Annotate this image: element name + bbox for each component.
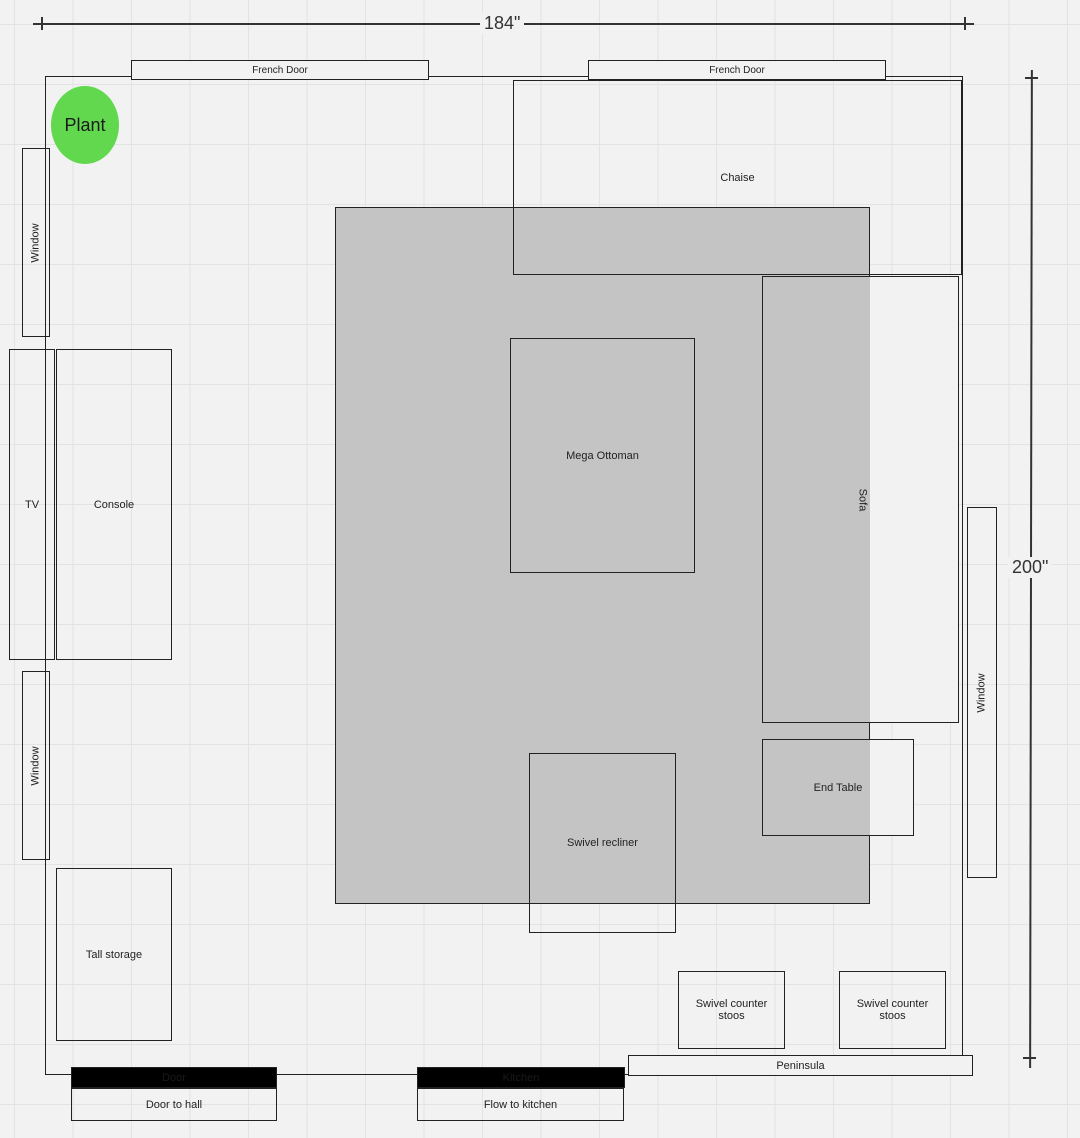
door-to-hall-label: Door to hall xyxy=(145,1098,203,1111)
stool-left-label: Swivel counter stoos xyxy=(695,998,768,1022)
window-left-top-label: Window xyxy=(30,222,42,263)
tv-label: TV xyxy=(24,498,40,511)
end-table[interactable]: End Table xyxy=(762,739,914,836)
height-dimension-tick-top xyxy=(1025,77,1038,79)
french-door-left[interactable]: French Door xyxy=(131,60,429,80)
sofa-label: Sofa xyxy=(856,488,869,511)
plant-label: Plant xyxy=(64,114,106,135)
kitchen-opening[interactable]: Kitchen xyxy=(417,1067,625,1088)
chaise[interactable]: Chaise xyxy=(513,80,962,275)
peninsula-label: Peninsula xyxy=(776,1059,825,1072)
kitchen-label: Kitchen xyxy=(502,1071,540,1084)
swivel-counter-stool-right[interactable]: Swivel counter stoos xyxy=(839,971,946,1049)
tv[interactable]: TV xyxy=(9,349,55,660)
window-left-bottom[interactable]: Window xyxy=(22,671,50,860)
window-left-bottom-label: Window xyxy=(30,745,42,786)
console[interactable]: Console xyxy=(56,349,172,660)
flow-to-kitchen-label: Flow to kitchen xyxy=(483,1098,558,1111)
width-dimension-tick-left xyxy=(41,17,43,30)
sofa[interactable]: Sofa xyxy=(762,276,959,723)
tall-storage[interactable]: Tall storage xyxy=(56,868,172,1041)
tall-storage-label: Tall storage xyxy=(85,948,143,961)
flow-to-kitchen[interactable]: Flow to kitchen xyxy=(417,1088,624,1121)
window-right-label: Window xyxy=(976,672,988,713)
door[interactable]: Door xyxy=(71,1067,277,1088)
chaise-label: Chaise xyxy=(720,171,755,184)
french-door-right-label: French Door xyxy=(709,64,765,76)
door-label: Door xyxy=(162,1071,186,1084)
stool-right-label: Swivel counter stoos xyxy=(856,998,929,1022)
console-label: Console xyxy=(93,498,135,511)
height-dimension-tick-bottom xyxy=(1023,1057,1036,1059)
mega-ottoman[interactable]: Mega Ottoman xyxy=(510,338,695,573)
swivel-recliner[interactable]: Swivel recliner xyxy=(529,753,676,933)
mega-ottoman-label: Mega Ottoman xyxy=(566,449,639,462)
swivel-recliner-label: Swivel recliner xyxy=(567,837,638,849)
window-left-top[interactable]: Window xyxy=(22,148,50,337)
window-right[interactable]: Window xyxy=(967,507,997,878)
door-to-hall[interactable]: Door to hall xyxy=(71,1088,277,1121)
french-door-right[interactable]: French Door xyxy=(588,60,886,80)
swivel-counter-stool-left[interactable]: Swivel counter stoos xyxy=(678,971,785,1049)
end-table-label: End Table xyxy=(813,781,863,794)
french-door-left-label: French Door xyxy=(252,64,308,76)
peninsula[interactable]: Peninsula xyxy=(628,1055,973,1076)
width-dimension-label: 184" xyxy=(480,13,525,34)
plant[interactable]: Plant xyxy=(51,86,119,164)
width-dimension-tick-right xyxy=(964,17,966,30)
height-dimension-label: 200" xyxy=(1008,557,1053,578)
